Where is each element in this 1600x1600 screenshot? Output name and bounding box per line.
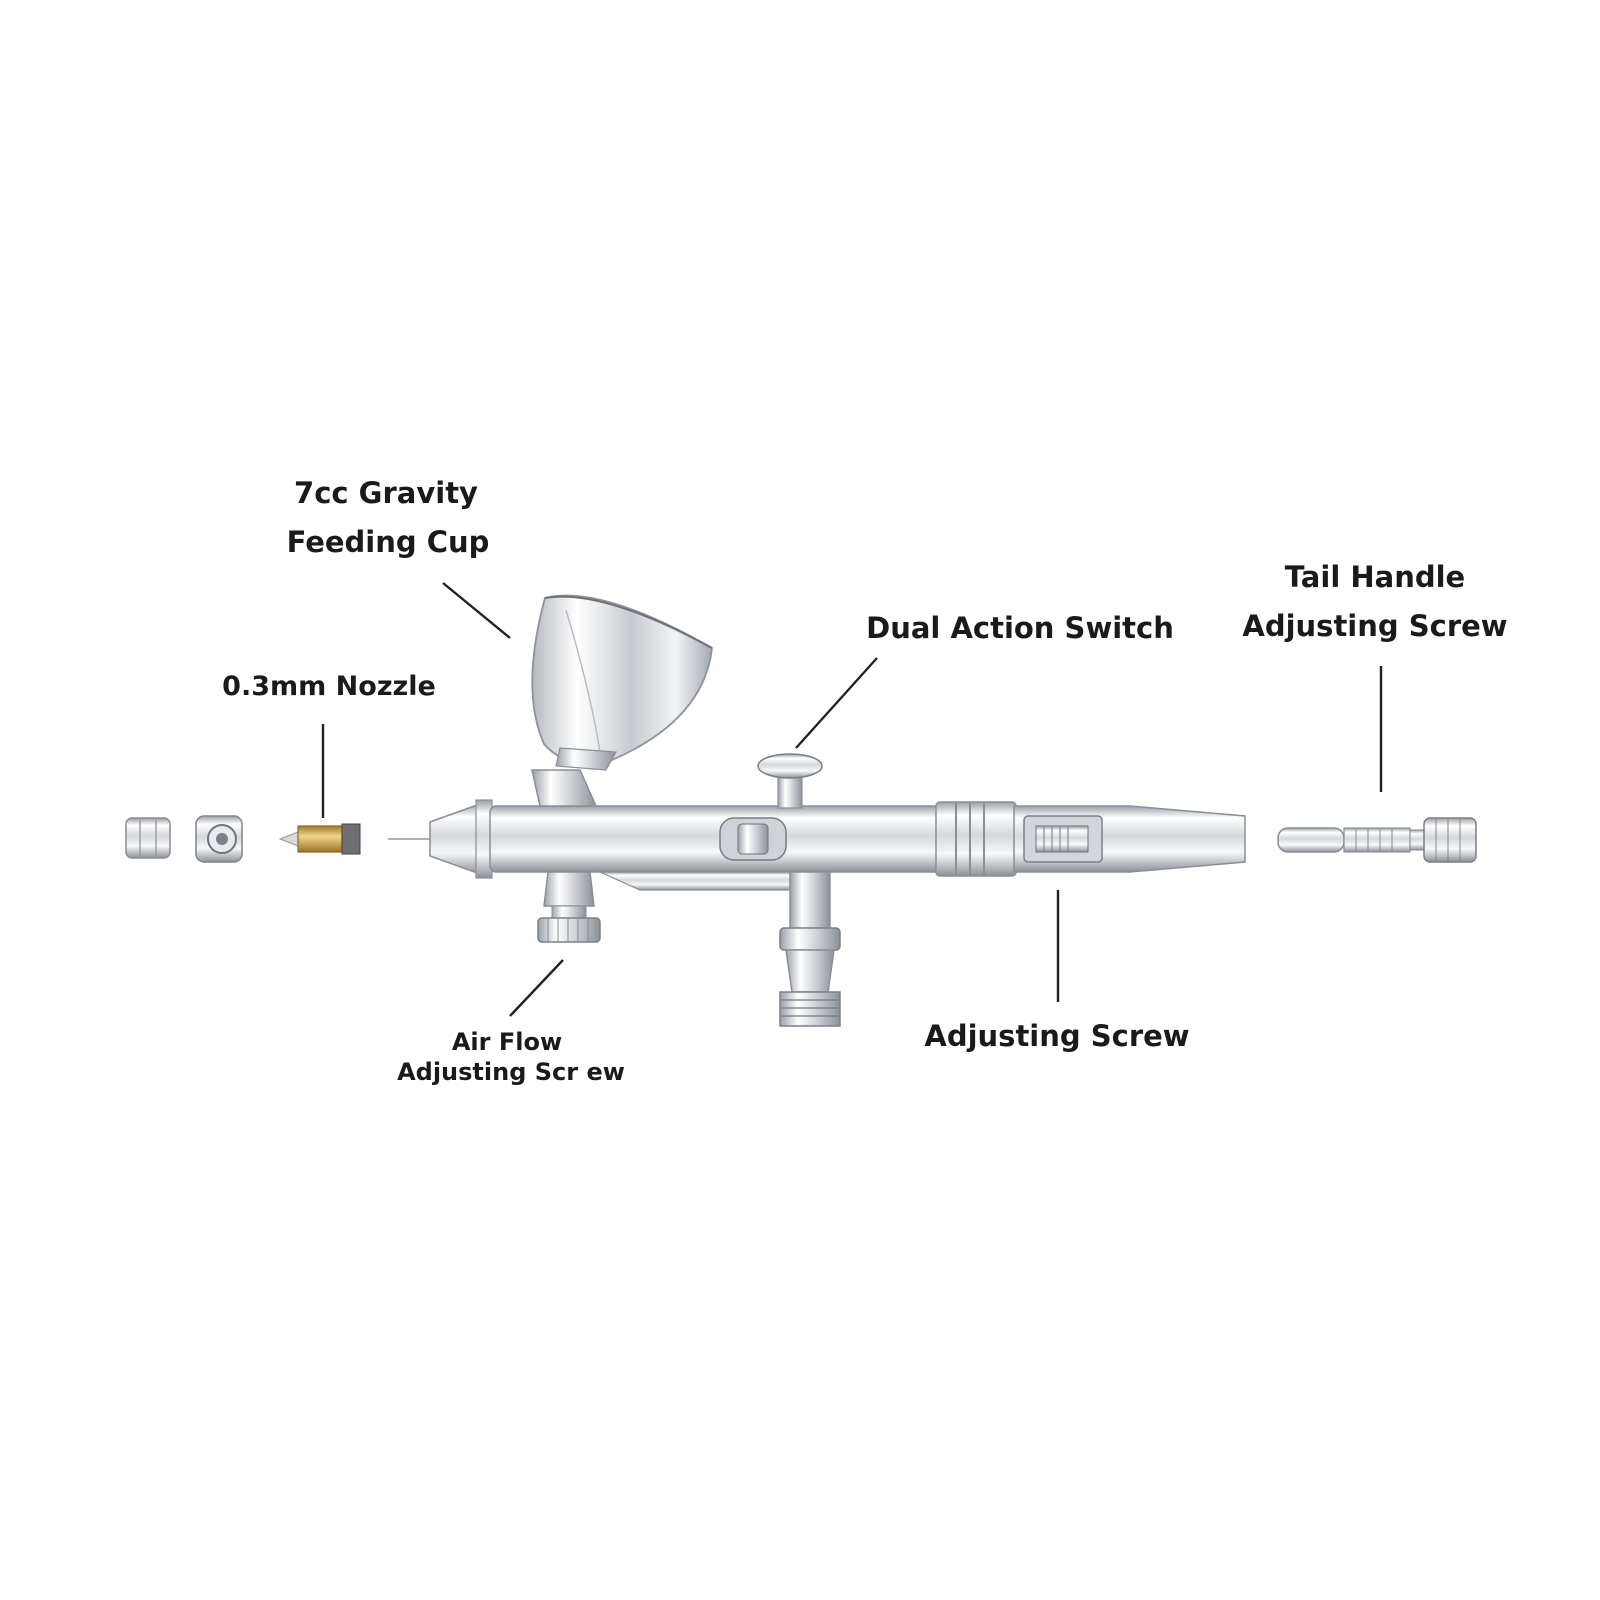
nozzle-cap-part <box>125 817 171 859</box>
label-tail-line2: Adjusting Screw <box>1242 609 1507 643</box>
tail-handle-adjusting-screw-part <box>1277 817 1477 863</box>
label-tail-line1: Tail Handle <box>1285 560 1465 594</box>
dual-action-switch-part <box>757 753 823 809</box>
leader-cup <box>442 582 511 639</box>
airbrush-body <box>429 799 1246 891</box>
gravity-feeding-cup-part <box>531 594 713 807</box>
nozzle-guard-part <box>195 815 243 863</box>
label-dual-action: Dual Action Switch <box>866 611 1174 645</box>
label-air-flow-line1: Air Flow <box>452 1028 562 1056</box>
label-air-flow-line2: Adjusting Scr ew <box>397 1058 625 1086</box>
label-nozzle: 0.3mm Nozzle <box>222 671 436 702</box>
label-adjusting: Adjusting Screw <box>924 1019 1189 1053</box>
leader-dual-action <box>795 657 878 749</box>
label-cup-line1: 7cc Gravity <box>294 476 478 510</box>
label-cup-line2: Feeding Cup <box>287 525 490 559</box>
leader-air-flow <box>509 959 564 1017</box>
nozzle-part <box>278 823 361 855</box>
air-flow-adjusting-screw-part <box>537 871 601 943</box>
air-hose-connector <box>779 871 841 1027</box>
